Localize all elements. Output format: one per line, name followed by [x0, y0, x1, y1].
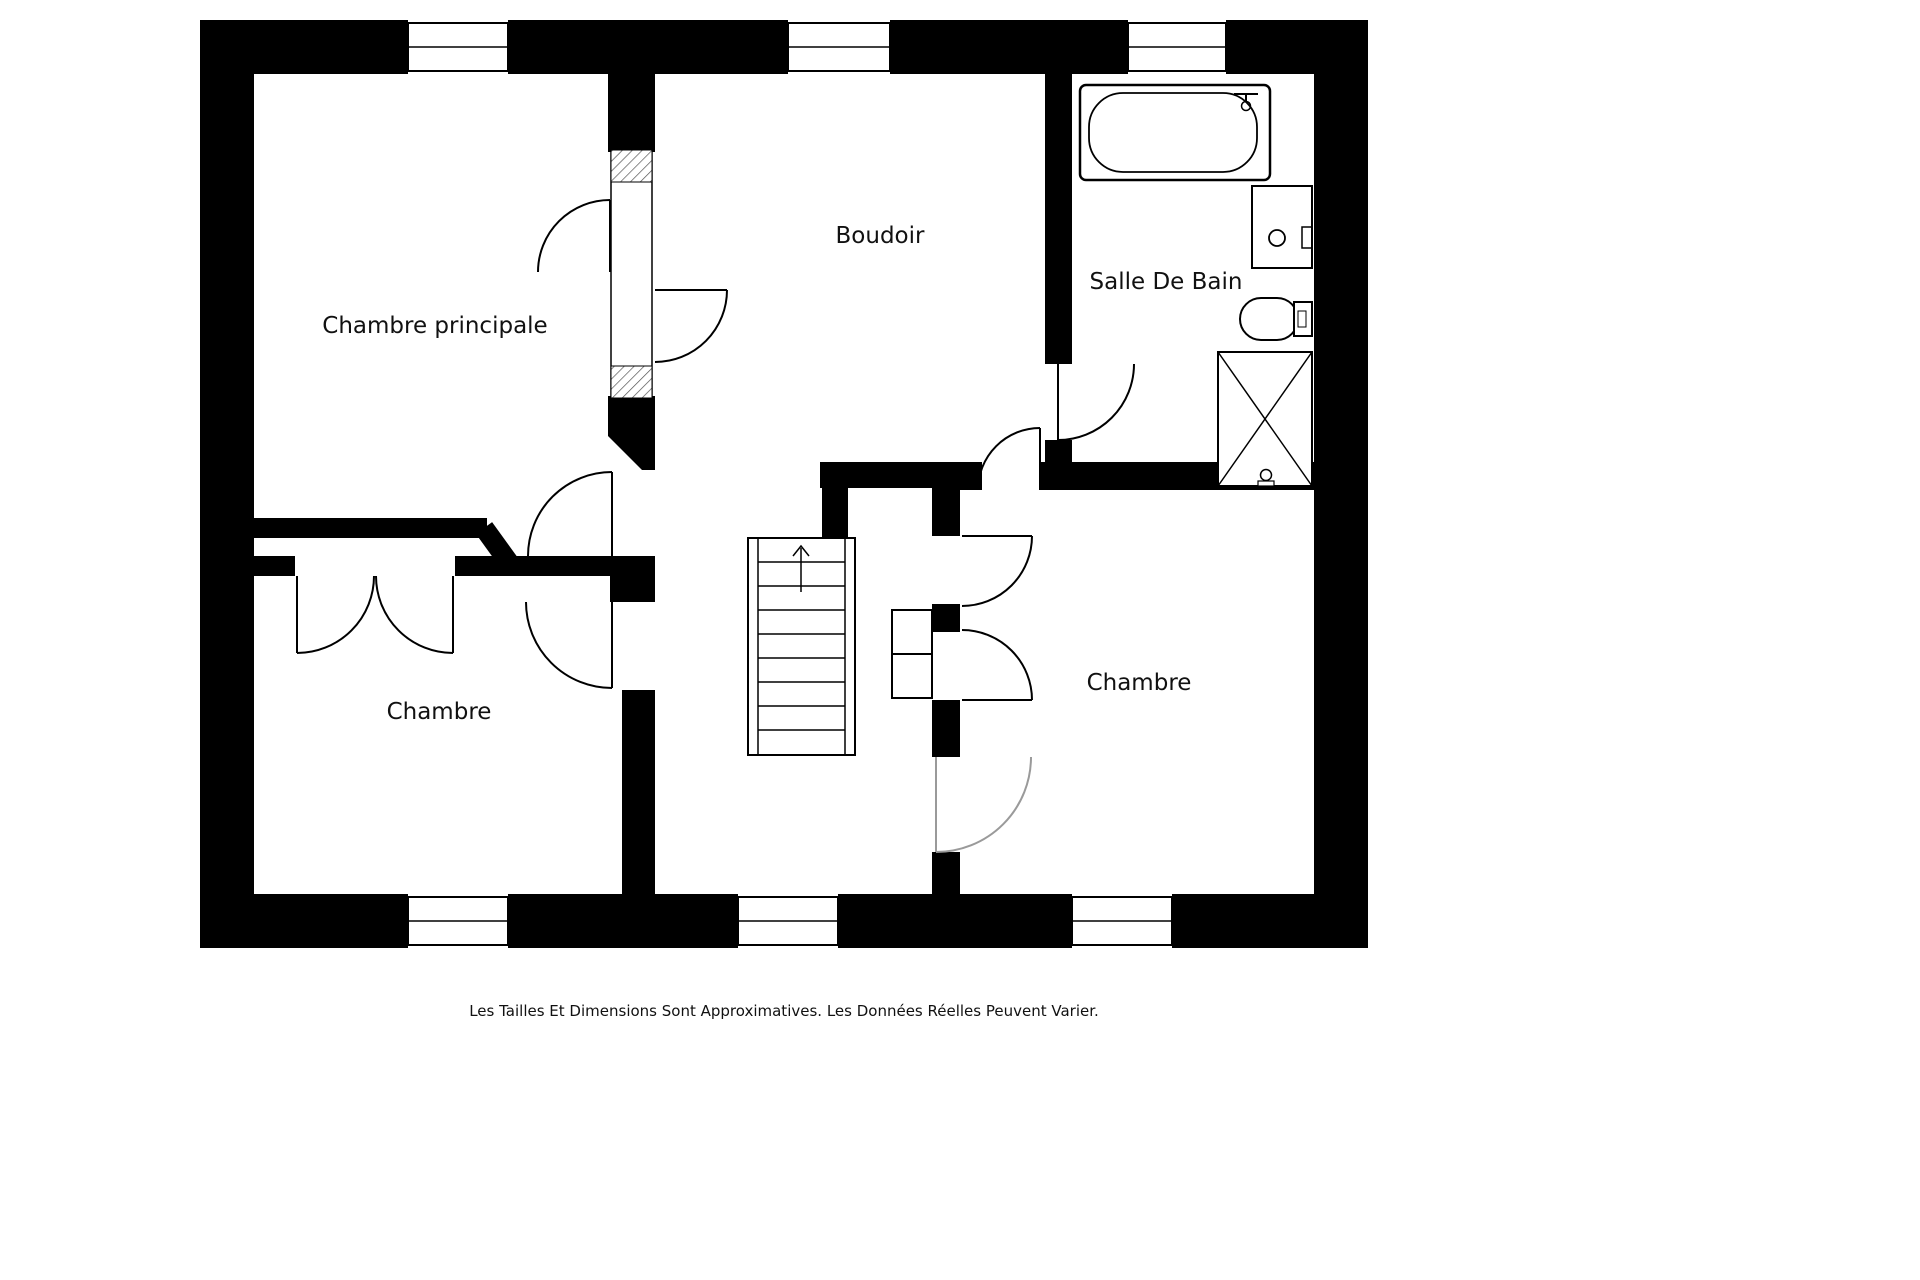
door-swing [961, 629, 1033, 701]
door-swing [1057, 363, 1135, 441]
door-swing [537, 199, 611, 273]
doors [296, 199, 1135, 853]
room-label-bathroom: Salle De Bain [1090, 269, 1243, 295]
window [787, 20, 891, 74]
window [1127, 20, 1227, 74]
bathtub-icon [1078, 83, 1272, 182]
stairs-direction-arrow [792, 544, 810, 592]
windows [407, 20, 1227, 948]
window [407, 20, 509, 74]
door-swing [375, 575, 454, 654]
door-swing-secondary [935, 756, 1032, 853]
disclaimer-text: Les Tailles Et Dimensions Sont Approxima… [469, 1002, 1099, 1020]
toilet-icon [1239, 297, 1313, 341]
window [407, 894, 509, 948]
window [737, 894, 839, 948]
cabinets [891, 609, 933, 699]
room-label-boudoir: Boudoir [836, 223, 925, 249]
chimney-flue-icon [610, 149, 653, 399]
room-label-master-bedroom: Chambre principale [322, 313, 547, 339]
room-label-bedroom-left: Chambre [387, 699, 492, 725]
door-swing [296, 575, 375, 654]
shower-icon [1217, 351, 1313, 487]
window [1071, 894, 1173, 948]
room-label-bedroom-right: Chambre [1087, 670, 1192, 696]
door-swing [977, 427, 1041, 491]
cabinet [891, 653, 933, 699]
sink-icon [1251, 185, 1313, 269]
door-swing [654, 289, 728, 363]
cabinet [891, 609, 933, 655]
door-swing [525, 601, 613, 689]
interior-walls [254, 74, 1314, 894]
stairs-up-icon [747, 537, 856, 756]
door-swing [527, 471, 613, 557]
door-swing [961, 535, 1033, 607]
